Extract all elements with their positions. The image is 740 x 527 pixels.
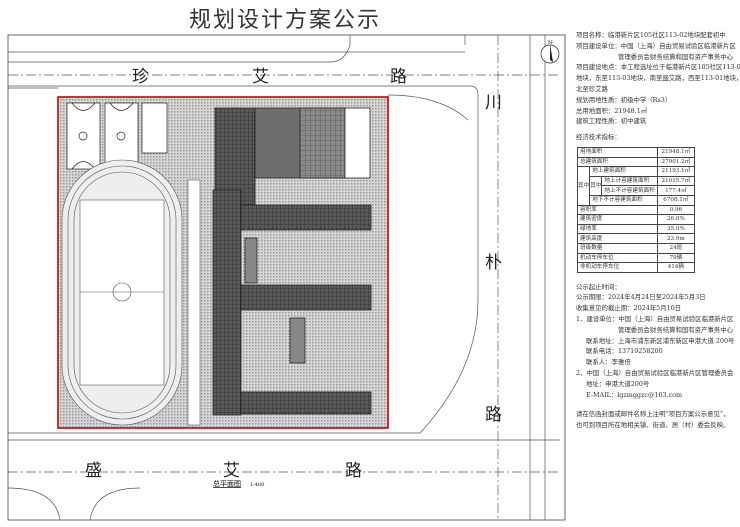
road-north-char-1: 珍 xyxy=(132,67,149,87)
notice-deadline: 收集意见的截止期：2024年5月10日 xyxy=(576,304,682,313)
location: 项目建设地点：本工程选址位于临港新片区105社区113-02 xyxy=(576,63,740,72)
table-cell: 177.4㎡ xyxy=(656,185,696,196)
table-cell: 21948.1㎡ xyxy=(656,146,696,158)
notice-period: 公示期限：2024年4月24日至2024年5月3日 xyxy=(576,293,706,302)
indicators-heading: 经济技术指标： xyxy=(576,133,621,142)
table-cell: 23.9m xyxy=(656,233,696,244)
table-cell: 21193.1㎡ xyxy=(656,166,696,177)
running-track xyxy=(61,159,201,426)
north-arrow: N xyxy=(540,40,560,64)
drawing-frame xyxy=(7,34,566,521)
table-cell: 总建筑面积 xyxy=(577,156,658,168)
project-nature: 建筑工程性质：初中建筑 xyxy=(576,117,647,126)
table-cell: 班级数量 xyxy=(577,242,658,254)
table-cell: 21015.7㎡ xyxy=(656,175,696,187)
contact-2-address: 地址：申港大道200号 xyxy=(586,379,650,388)
table-cell: 机动车停车位 xyxy=(577,252,658,264)
site-plan: 珍 艾 路 盛 艾 路 川 朴 路 N 总平面图 1:400 xyxy=(7,34,566,521)
table-cell: 6708.1㎡ xyxy=(656,194,696,206)
page-title: 规划设计方案公示 xyxy=(188,8,381,33)
contact-1-phone: 联系电话：13719258200 xyxy=(586,347,663,356)
table-cell: 其中 xyxy=(589,175,603,196)
table-cell: 用地面积 xyxy=(577,146,658,158)
table-cell: 35.0% xyxy=(656,223,696,235)
road-north-char-3: 路 xyxy=(390,67,407,87)
drawing-title: 总平面图 xyxy=(213,479,241,488)
school-buildings xyxy=(212,107,372,416)
land-area: 总用地面积：21948.1㎡ xyxy=(576,106,648,115)
table-cell: 414辆 xyxy=(656,262,696,273)
builder: 项目建设单位：中国（上海）自由贸易试验区临港新片区 xyxy=(576,41,736,50)
contact-1-person: 联系人：李雅倍 xyxy=(586,358,631,367)
table-cell: 26.0% xyxy=(656,214,696,225)
table-cell: 绿地率 xyxy=(577,223,658,235)
svg-text:N: N xyxy=(548,40,553,46)
site-boundary xyxy=(57,96,389,429)
table-cell: 建筑密度 xyxy=(577,214,658,225)
road-east-char-3: 路 xyxy=(485,405,502,425)
table-cell: 地上不计容建筑面积 xyxy=(601,185,658,196)
land-use: 规划用地性质：初级中学（Rs3） xyxy=(576,95,672,104)
table-cell: 容积率 xyxy=(577,204,658,216)
basketball-courts xyxy=(66,102,168,170)
table-cell: 建筑高度 xyxy=(577,233,658,244)
road-north-char-2: 艾 xyxy=(252,67,269,87)
footer-note-cont: 也可到项目所在地相关镇、街道、居（村）委会反映。 xyxy=(576,421,730,430)
table-cell: 地上计容建筑面积 xyxy=(601,175,658,187)
builder-cont: 管理委员会财务结算和国有资产事务中心 xyxy=(618,52,734,61)
project-name: 项目名称：临港新片区105社区113-02地块配套初中 xyxy=(576,31,726,39)
contact-1-cont: 管理委员会财务结算和国有资产事务中心 xyxy=(618,325,734,334)
table-cell: 地上建筑面积 xyxy=(589,166,658,177)
table-cell: 79辆 xyxy=(656,252,696,264)
contact-2: 2、中国（上海）自由贸易试验区临港新片区管理委员会 xyxy=(576,369,734,378)
footer-note: 请在信函封面或邮件名称上注明“项目方案公示意见”， xyxy=(576,410,730,419)
road-south-char-2: 艾 xyxy=(223,461,240,481)
road-lines xyxy=(7,35,560,521)
notice-heading: 公示起止时间： xyxy=(576,282,621,291)
road-south-char-1: 盛 xyxy=(85,461,102,481)
location-cont2: 北至珍艾路 xyxy=(576,84,608,93)
table-cell: 0.96 xyxy=(656,204,696,216)
road-east-char-2: 朴 xyxy=(485,253,502,273)
drawing-scale: 1:400 xyxy=(250,482,264,488)
table-cell: 24班 xyxy=(656,242,696,254)
contact-1: 1、建设单位：中国（上海）自由贸易试验区临港新片区 xyxy=(576,315,734,324)
table-cell: 地下不计容建筑面积 xyxy=(589,194,658,206)
contact-2-email[interactable]: E-MAIL：lgzmggzc@163.com xyxy=(586,390,683,399)
table-cell: 27901.2㎡ xyxy=(656,156,696,168)
road-south-char-3: 路 xyxy=(345,461,362,481)
table-cell: 其中 xyxy=(576,166,591,206)
table-cell: 非机动车停车位 xyxy=(577,262,658,273)
contact-1-address: 联系地址：上海市浦东新区浦东新区申港大道 200号 xyxy=(586,336,735,345)
info-panel: 项目名称：临港新片区105社区113-02地块配套初中 项目建设单位：中国（上海… xyxy=(576,30,740,431)
location-cont: 地块，东至113-03地块，南至盛艾路，西至113-01地块， xyxy=(576,74,740,83)
road-east-char-1: 川 xyxy=(485,93,502,113)
